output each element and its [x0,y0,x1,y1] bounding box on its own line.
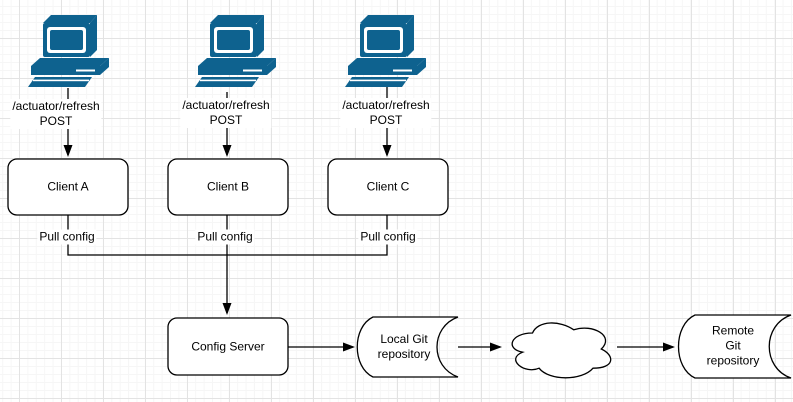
config-server-box[interactable] [167,317,289,376]
client-b-box[interactable] [167,158,289,216]
client-a-request-label[interactable]: /actuator/refresh POST [10,99,102,129]
computer-icon[interactable] [28,15,109,87]
client-b-request-label[interactable]: /actuator/refresh POST [180,98,272,128]
cloud-icon[interactable] [511,322,612,379]
client-a-pull-config-label[interactable]: Pull config [37,229,97,245]
client-c-box[interactable] [327,158,449,216]
local-git-repository-shape[interactable] [356,316,459,378]
local-git-repository-label: Local Git repository [377,332,431,361]
client-a-box[interactable] [7,158,129,216]
remote-git-repository-shape[interactable] [677,314,792,379]
edge-pull-client-a[interactable] [67,215,227,256]
edge-pull-client-c[interactable] [227,215,388,256]
computer-icon[interactable] [195,15,276,87]
client-c-label: Client C [366,179,410,194]
client-c-request-label[interactable]: /actuator/refresh POST [340,98,432,128]
client-b-label: Client B [206,179,250,194]
client-b-pull-config-label[interactable]: Pull config [195,229,255,245]
config-server-label: Config Server [191,339,265,354]
remote-git-repository-label: Remote Git repository [706,323,760,368]
client-a-label: Client A [47,179,89,194]
client-c-pull-config-label[interactable]: Pull config [358,229,418,245]
computer-icon[interactable] [345,15,426,87]
